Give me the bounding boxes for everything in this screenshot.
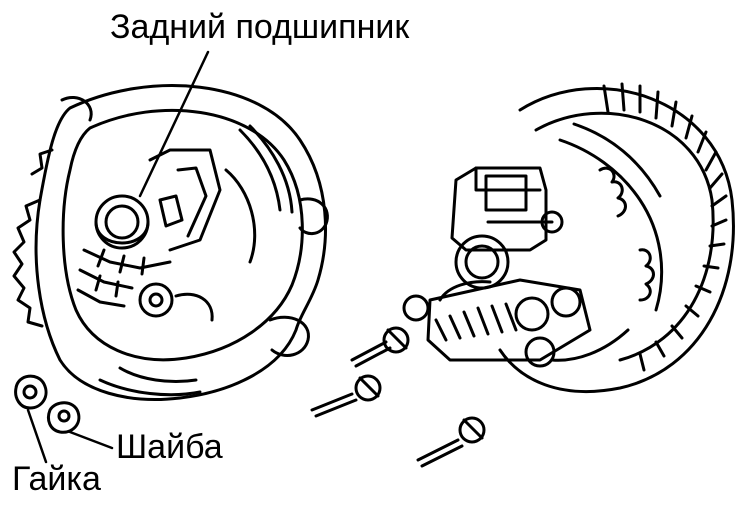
rear-bearing-label: Задний подшипник (110, 8, 410, 46)
stator-assembly (402, 82, 735, 393)
through-bolts (310, 326, 486, 468)
nut-label: Гайка (12, 460, 101, 498)
rear-bearing-leader (138, 50, 210, 198)
rear-housing (12, 84, 329, 401)
washer-leader (68, 430, 114, 450)
nut-leader (26, 408, 48, 464)
nut-and-washer (14, 374, 81, 434)
washer-label: Шайба (116, 428, 223, 466)
